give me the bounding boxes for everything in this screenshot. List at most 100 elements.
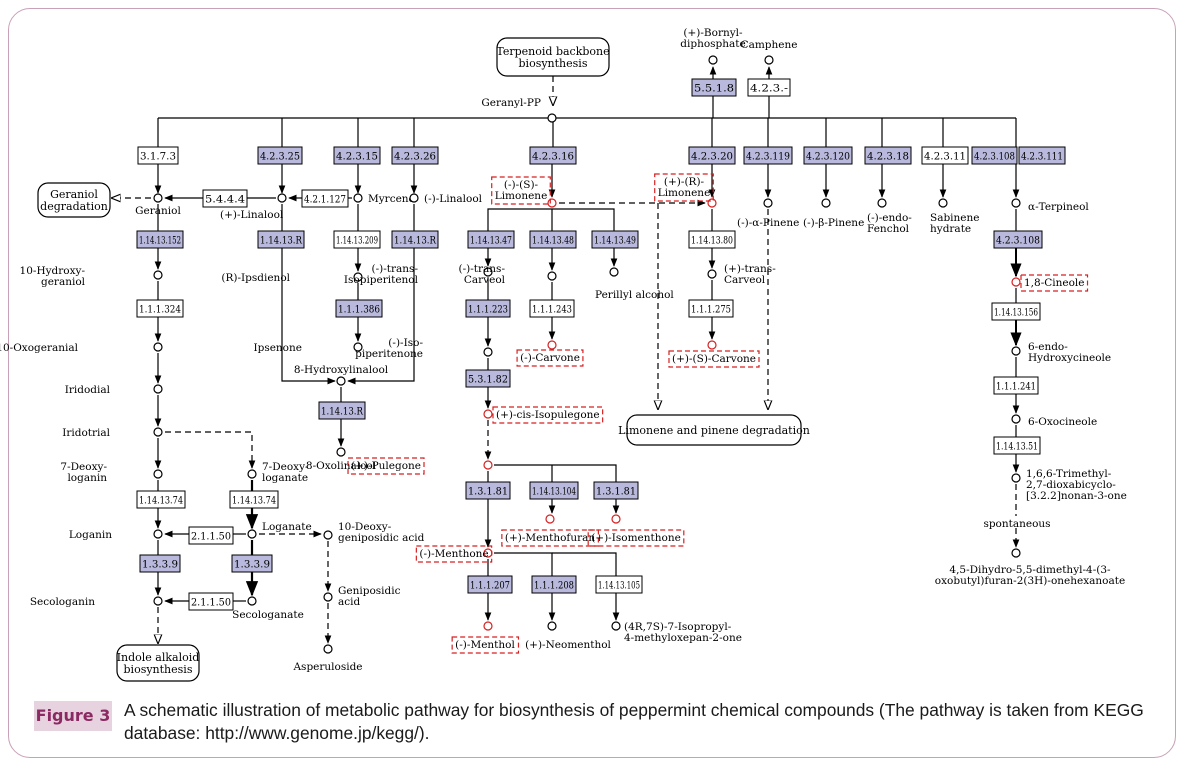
compound-iridotrial[interactable]: Iridotrial bbox=[62, 427, 163, 439]
compound-iridodial[interactable]: Iridodial bbox=[65, 384, 163, 396]
enzyme-e111324[interactable]: 1.1.1.324 bbox=[136, 299, 184, 318]
compound-deoxygeniposidic[interactable]: 10-Deoxy-geniposidic acid bbox=[323, 521, 425, 544]
enzyme-e114131c[interactable]: 1.14.13.R bbox=[318, 401, 366, 420]
compound-neomenthol[interactable]: (+)-Neomenthol bbox=[525, 621, 612, 651]
enzyme-e423119[interactable]: 4.2.3.119 bbox=[743, 146, 793, 165]
enzyme-e42320[interactable]: 4.2.3.20 bbox=[688, 146, 736, 165]
compound-cisisopulegone[interactable]: (+)-cis-Isopulegone bbox=[483, 406, 604, 424]
compound-mlimonene[interactable]: (-)-(S)-Limonene bbox=[491, 176, 557, 208]
enzyme-e1141380[interactable]: 1.14.13.80 bbox=[688, 230, 736, 249]
compound-isomenthone[interactable]: (+)-Isomenthone bbox=[587, 514, 685, 547]
enzyme-e1339b[interactable]: 1.3.3.9 bbox=[231, 554, 273, 573]
enzyme-e423120[interactable]: 4.2.3.120 bbox=[803, 146, 853, 165]
compound-ptranscarveol[interactable]: (+)-trans-Carveol bbox=[707, 263, 776, 286]
enzyme-e42316[interactable]: 4.2.3.16 bbox=[529, 146, 577, 165]
enzyme-e1141347[interactable]: 1.14.13.47 bbox=[467, 230, 515, 249]
compound-secologanate[interactable]: Secologanate bbox=[232, 596, 304, 621]
enzyme-e1339a[interactable]: 1.3.3.9 bbox=[139, 554, 181, 573]
compound-isopropyl[interactable]: (4R,7S)-7-Isopropyl-4-methyloxepan-2-one bbox=[611, 621, 742, 644]
compound-mmenthol[interactable]: (-)-Menthol bbox=[451, 621, 520, 654]
compound-oxolinalool[interactable]: 8-Oxolinalool bbox=[306, 447, 377, 472]
enzyme-e1141320[interactable]: 1.14.13.209 bbox=[333, 230, 381, 249]
enzyme-e423111[interactable]: 4.2.3.111 bbox=[1018, 146, 1066, 165]
enzyme-e42315[interactable]: 4.2.3.15 bbox=[333, 146, 381, 165]
compound-loganin[interactable]: Loganin bbox=[69, 529, 163, 541]
compound-hydroxygeraniol[interactable]: 10-Hydroxy-geraniol bbox=[20, 265, 163, 288]
enzyme-e111208[interactable]: 1.1.1.208 bbox=[531, 575, 577, 594]
enzyme-e111386[interactable]: 1.1.1.386 bbox=[335, 299, 383, 318]
compound-mlinalool[interactable]: (-)-Linalool bbox=[409, 193, 483, 205]
compound-isopiperitenone[interactable]: (-)-Iso-piperitenone bbox=[355, 337, 493, 360]
enzyme-e13181a[interactable]: 1.3.1.81 bbox=[465, 481, 511, 500]
enzyme-e114131b[interactable]: 1.14.13.R bbox=[391, 230, 439, 249]
compound-plinalool[interactable]: (+)-Linalool bbox=[220, 193, 287, 221]
compound-cineole18[interactable]: 1,8-Cineole bbox=[1011, 274, 1089, 292]
enzyme-e114131a[interactable]: 1.14.13.R bbox=[257, 230, 305, 249]
compound-aterpineol[interactable]: α-Terpineol bbox=[1011, 198, 1089, 213]
enzyme-e42326[interactable]: 4.2.3.26 bbox=[391, 146, 439, 165]
enzyme-e21150a[interactable]: 2.1.1.50 bbox=[188, 526, 234, 545]
enzyme-e1141305[interactable]: 1.14.13.105 bbox=[595, 575, 643, 594]
compound-loganate[interactable]: Loganate bbox=[247, 521, 312, 539]
compound-spontaneous[interactable]: spontaneous bbox=[983, 518, 1050, 530]
map-box-limonene_degradation[interactable]: Limonene and pinene degradation bbox=[618, 414, 810, 446]
compound-transisopip[interactable]: (-)-trans-Isopiperitenol bbox=[344, 263, 493, 286]
enzyme-e42325[interactable]: 4.2.3.25 bbox=[257, 146, 303, 165]
compound-menthofuran[interactable]: (+)-Menthofuran bbox=[501, 514, 599, 547]
enzyme-e423108[interactable]: 4.2.3.108 bbox=[971, 146, 1018, 165]
enzyme-e5444[interactable]: 5.4.4.4 bbox=[202, 189, 248, 208]
enzyme-e421127[interactable]: 4.2.1.127 bbox=[301, 189, 349, 208]
enzyme-e111241[interactable]: 1.1.1.241 bbox=[993, 376, 1039, 395]
compound-ipsenone[interactable]: Ipsenone bbox=[253, 342, 363, 354]
enzyme-e423108b[interactable]: 4.2.3.108 bbox=[993, 230, 1043, 249]
enzyme-e1141304[interactable]: 1.14.13.104 bbox=[529, 481, 579, 500]
compound-oxogeranial[interactable]: 10-Oxogeranial bbox=[0, 342, 163, 354]
compound-apinene[interactable]: (-)-α-Pinene bbox=[737, 198, 799, 229]
compound-geranylpp[interactable]: Geranyl-PP bbox=[481, 97, 557, 123]
compound-oxocineole[interactable]: 6-Oxocineole bbox=[1011, 414, 1097, 428]
compound-camphene[interactable]: Camphene bbox=[741, 39, 798, 65]
enzyme-e1141352[interactable]: 1.14.13.152 bbox=[136, 230, 184, 249]
enzyme-e1141374a[interactable]: 1.14.13.74 bbox=[136, 490, 186, 509]
enzyme-e21150b[interactable]: 2.1.1.50 bbox=[188, 592, 234, 611]
compound-trimethyl[interactable]: 1,6,6-Trimethyl-2,7-dioxabicyclo-[3.2.2]… bbox=[1011, 468, 1127, 502]
enzyme-e423x[interactable]: 4.2.3.- bbox=[747, 78, 791, 97]
enzyme-e42318[interactable]: 4.2.3.18 bbox=[864, 146, 912, 165]
compound-bornyl[interactable]: (+)-Bornyl-diphosphate bbox=[680, 27, 746, 65]
compound-transcarveol[interactable]: (-)-trans-Carveol bbox=[459, 263, 557, 286]
compound-pulegone[interactable]: (+)-Pulegone bbox=[347, 457, 493, 475]
compound-secologanin[interactable]: Secologanin bbox=[30, 596, 163, 608]
compound-plimonene[interactable]: (+)-(R)-Limonene bbox=[654, 173, 717, 208]
compound-menthone[interactable]: (-)-Menthone bbox=[415, 545, 493, 563]
enzyme-e1141374b[interactable]: 1.14.13.74 bbox=[229, 490, 279, 509]
enzyme-e111275[interactable]: 1.1.1.275 bbox=[688, 299, 734, 318]
enzyme-e111223[interactable]: 1.1.1.223 bbox=[465, 299, 511, 318]
enzyme-e13181b[interactable]: 1.3.1.81 bbox=[593, 481, 639, 500]
enzyme-e31173[interactable]: 3.1.7.3 bbox=[137, 146, 179, 165]
compound-asperuloside[interactable]: Asperuloside bbox=[292, 644, 363, 673]
enzyme-e111243[interactable]: 1.1.1.243 bbox=[529, 299, 575, 318]
compound-mcarvone[interactable]: (-)-Carvone bbox=[516, 340, 584, 367]
compound-deoxyloganate[interactable]: 7-Deoxy-loganate bbox=[247, 461, 309, 484]
compound-perillyl[interactable]: Perillyl alcohol bbox=[595, 267, 674, 301]
compound-geraniol[interactable]: Geraniol bbox=[135, 193, 181, 217]
compound-ipsdienol[interactable]: (R)-Ipsdienol bbox=[221, 272, 363, 284]
compound-hydroxycineole[interactable]: 6-endo-Hydroxycineole bbox=[1011, 341, 1111, 364]
enzyme-e1141349[interactable]: 1.14.13.49 bbox=[591, 230, 639, 249]
enzyme-e1141356[interactable]: 1.14.13.156 bbox=[991, 302, 1041, 321]
compound-myrcene[interactable]: Myrcene bbox=[353, 193, 415, 205]
enzyme-e13182[interactable]: 5.3.1.82 bbox=[465, 369, 511, 388]
enzyme-e5518[interactable]: 5.5.1.8 bbox=[691, 78, 737, 97]
enzyme-e111207[interactable]: 1.1.1.207 bbox=[467, 575, 513, 594]
compound-bpinene[interactable]: (-)-β-Pinene bbox=[803, 198, 864, 229]
compound-dihydro[interactable]: 4,5-Dihydro-5,5-dimethyl-4-(3-oxobutyl)f… bbox=[935, 548, 1125, 587]
enzyme-e1141348[interactable]: 1.14.13.48 bbox=[529, 230, 577, 249]
compound-pcarvone[interactable]: (+)-(S)-Carvone bbox=[668, 340, 760, 368]
enzyme-e423111b[interactable]: 4.2.3.11 bbox=[921, 146, 969, 165]
compound-deoxyloganin[interactable]: 7-Deoxy-loganin bbox=[60, 461, 163, 484]
enzyme-e1141351[interactable]: 1.14.13.51 bbox=[993, 436, 1041, 455]
